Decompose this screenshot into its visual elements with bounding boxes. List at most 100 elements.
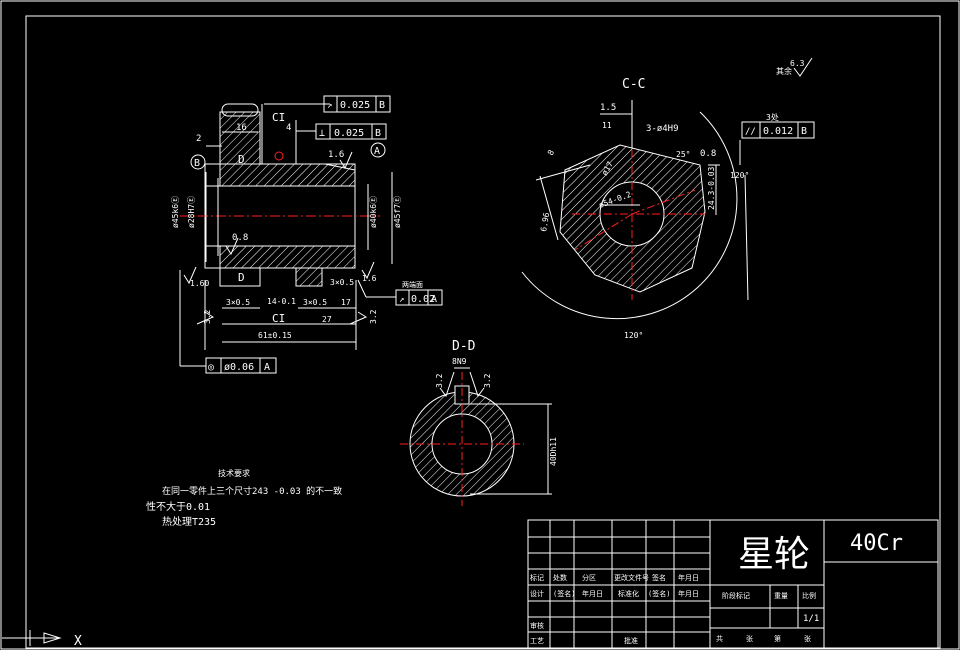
svg-text:↗: ↗ <box>327 101 332 111</box>
tb-scale-value: 1/1 <box>803 614 819 624</box>
dim-2: 2 <box>196 134 201 144</box>
cc-dim-15: 1.5 <box>600 103 616 113</box>
datum-b-symbol: B <box>190 154 206 170</box>
dim-28H7: ø28H7Ⓔ <box>187 196 196 228</box>
svg-text:标记: 标记 <box>530 573 544 582</box>
cc-dim-8: 8 <box>546 148 556 157</box>
hub-left-top <box>219 111 261 165</box>
roughness-others-value: 6.3 <box>790 59 805 68</box>
tb-sheet: 共 张 第 张 <box>716 634 811 643</box>
tol-runout-side-label: 两端面 <box>402 280 423 289</box>
tb-row1: 标记 处数 分区 更改文件号 签名 年月日 <box>530 573 699 582</box>
dim-45f7: ø45f7Ⓔ <box>393 196 402 228</box>
cc-dim-3x4H9: 3-ø4H9 <box>646 124 679 134</box>
outer-profile <box>204 163 356 269</box>
tol-runout-side: ↗ 0.02 A <box>395 289 443 306</box>
cc-dim-11: 11 <box>602 121 612 130</box>
svg-text:B: B <box>194 158 200 169</box>
svg-text:处数: 处数 <box>553 573 567 582</box>
svg-text:分区: 分区 <box>582 573 596 582</box>
svg-text:A: A <box>264 362 270 373</box>
tb-weight-label: 重量 <box>774 592 788 600</box>
dim-3x05-mid: 3×0.5 <box>303 298 327 307</box>
front-section-view <box>179 103 396 367</box>
svg-text:更改文件号: 更改文件号 <box>614 573 649 582</box>
dim-16: 16 <box>236 123 247 133</box>
keyway-top <box>221 103 259 117</box>
tol-parallel: // 0.012 B <box>741 121 815 139</box>
svg-text:工艺: 工艺 <box>530 637 544 645</box>
dd-view <box>400 367 552 506</box>
dd-roughness-left: 3.2 <box>435 373 444 388</box>
ucs-icon[interactable] <box>2 630 62 646</box>
cut-ci-bottom: CI <box>272 312 285 325</box>
dd-roughness-right: 3.2 <box>483 373 492 388</box>
cc-view <box>521 100 749 320</box>
roughness-right-bottom: 1.6 <box>362 274 377 283</box>
view-cc-title: C-C <box>622 77 645 92</box>
dim-45k6: ø45k6Ⓔ <box>171 196 180 228</box>
svg-text:第: 第 <box>774 634 781 643</box>
bottom-wall-hatch <box>219 245 356 269</box>
dim-3x05-left: 3×0.5 <box>226 298 250 307</box>
svg-text:A: A <box>374 146 380 157</box>
svg-text:◎: ◎ <box>208 362 214 373</box>
svg-text:A: A <box>431 294 437 305</box>
svg-text:B: B <box>801 126 807 137</box>
roughness-left-bottom: 1.60 <box>190 279 209 288</box>
svg-text:(签名): (签名) <box>648 589 670 598</box>
view-dd-title: D-D <box>452 339 476 354</box>
tb-part-name: 星轮 <box>738 534 810 575</box>
cc-dim-d6: 6.96 <box>539 212 551 233</box>
svg-text:0.025: 0.025 <box>340 100 370 111</box>
svg-text:批准: 批准 <box>624 636 638 645</box>
dd-dim-8N9: 8N9 <box>452 357 467 366</box>
cc-dim-25deg: 25° <box>676 150 690 159</box>
svg-text:(签名): (签名) <box>553 589 575 598</box>
roughness-others-symbol <box>793 57 813 77</box>
notes-title: 技术要求 <box>218 468 250 478</box>
cut-ci-top: CI <box>272 111 285 124</box>
svg-text:审核: 审核 <box>530 621 544 630</box>
tb-row2: 设计 (签名) 年月日 标准化 (签名) 年月日 <box>530 589 699 598</box>
tb-scale-label: 比例 <box>802 591 816 600</box>
svg-text:年月日: 年月日 <box>678 573 699 582</box>
title-block <box>527 519 939 649</box>
svg-text:共: 共 <box>716 634 723 643</box>
svg-text:B: B <box>379 100 385 111</box>
roughness-bore-top: 1.6 <box>328 150 344 160</box>
tb-material: 40Cr <box>850 531 903 556</box>
cc-dim-120b: 120° <box>624 331 643 340</box>
svg-text:0.025: 0.025 <box>334 128 364 139</box>
svg-text:↗: ↗ <box>399 295 404 305</box>
svg-text:设计: 设计 <box>530 589 544 598</box>
dim-27: 27 <box>322 315 332 324</box>
dim-14: 14-0.1 <box>267 297 296 306</box>
top-wall-hatch <box>219 163 356 187</box>
cut-d-bottom: D <box>238 271 245 284</box>
inner-border <box>25 15 941 649</box>
tb-stage-label: 阶段标记 <box>722 591 750 600</box>
svg-text:张: 张 <box>804 634 811 643</box>
notes-line3: 热处理T235 <box>162 515 216 528</box>
svg-text:标准化: 标准化 <box>618 589 639 598</box>
svg-text://: // <box>745 127 756 137</box>
tol-runout-top: ↗ 0.025 B <box>323 95 391 113</box>
cc-dim-d243: 24.3-0.03 <box>707 166 716 210</box>
tb-row4: 工艺 批准 <box>530 636 638 645</box>
dd-dim-40h11: 40Dh11 <box>549 437 558 466</box>
hub-right-bottom <box>295 267 323 287</box>
dim-40k6: ø40k6Ⓔ <box>369 196 378 228</box>
svg-text:B: B <box>375 128 381 139</box>
svg-text:0.012: 0.012 <box>763 126 793 137</box>
svg-text:ø0.06: ø0.06 <box>224 362 254 373</box>
tb-row3: 审核 <box>530 621 544 630</box>
svg-text:张: 张 <box>746 634 753 643</box>
cc-outer-arc <box>521 111 738 320</box>
tol-coaxial: ◎ ø0.06 A <box>205 357 277 374</box>
svg-text:年月日: 年月日 <box>678 589 699 598</box>
roughness-bore-inner: 0.8 <box>232 233 248 243</box>
tol-perp: ⊥ 0.025 B <box>315 123 387 140</box>
